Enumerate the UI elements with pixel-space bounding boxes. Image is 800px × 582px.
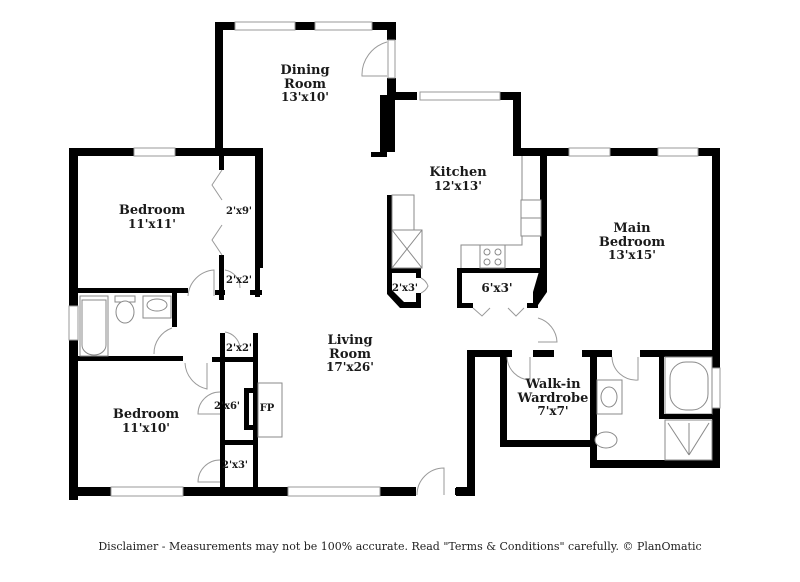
room-name: Wardrobe xyxy=(517,390,589,406)
closet-label-2x2-upper: 2'x2' xyxy=(225,275,253,286)
fixtures xyxy=(79,156,713,461)
doors xyxy=(153,41,639,496)
room-name: Bedroom xyxy=(598,234,666,250)
closet-label-2x3-bedroom: 2'x3' xyxy=(221,460,249,471)
room-label-living: Living Room 17'x26' xyxy=(326,334,374,374)
room-dimensions: 11'x11' xyxy=(128,216,176,231)
room-name: Bedroom xyxy=(112,407,180,422)
room-dimensions: 7'x7' xyxy=(537,404,569,419)
closet-label-6x3: 6'x3' xyxy=(481,281,513,295)
room-label-main-bedroom: Main Bedroom 13'x15' xyxy=(599,222,665,262)
walls xyxy=(69,22,720,500)
room-label-bedroom-1: Bedroom 11'x11' xyxy=(119,204,185,230)
room-dimensions: 17'x26' xyxy=(326,360,374,375)
room-name: Living xyxy=(327,333,373,348)
room-label-bedroom-2: Bedroom 11'x10' xyxy=(113,408,179,434)
room-dimensions: 12'x13' xyxy=(434,178,482,193)
pantry-label-2x3: 2'x3' xyxy=(391,283,419,294)
room-name: Bedroom xyxy=(118,203,186,218)
closet-label-2x2-lower: 2'x2' xyxy=(225,343,253,354)
room-name: Kitchen xyxy=(429,165,487,180)
room-name: Main xyxy=(613,221,651,236)
closet-label-2x6: 2'x6' xyxy=(213,401,241,412)
room-dimensions: 13'x10' xyxy=(281,90,329,105)
room-name: Room xyxy=(329,346,371,362)
windows xyxy=(68,21,721,497)
room-label-kitchen: Kitchen 12'x13' xyxy=(429,166,486,192)
room-name: Room xyxy=(284,76,326,92)
room-dimensions: 11'x10' xyxy=(122,420,170,435)
room-name: Dining xyxy=(280,63,330,78)
room-label-walkin-wardrobe: Walk-in Wardrobe 7'x7' xyxy=(518,378,589,418)
room-label-dining: Dining Room 13'x10' xyxy=(280,64,329,104)
room-dimensions: 13'x15' xyxy=(608,248,656,263)
disclaimer: Disclaimer - Measurements may not be 100… xyxy=(98,540,702,553)
closet-label-2x9: 2'x9' xyxy=(225,206,253,217)
fireplace-label: FP xyxy=(259,403,275,414)
room-name: Walk-in xyxy=(525,377,581,392)
